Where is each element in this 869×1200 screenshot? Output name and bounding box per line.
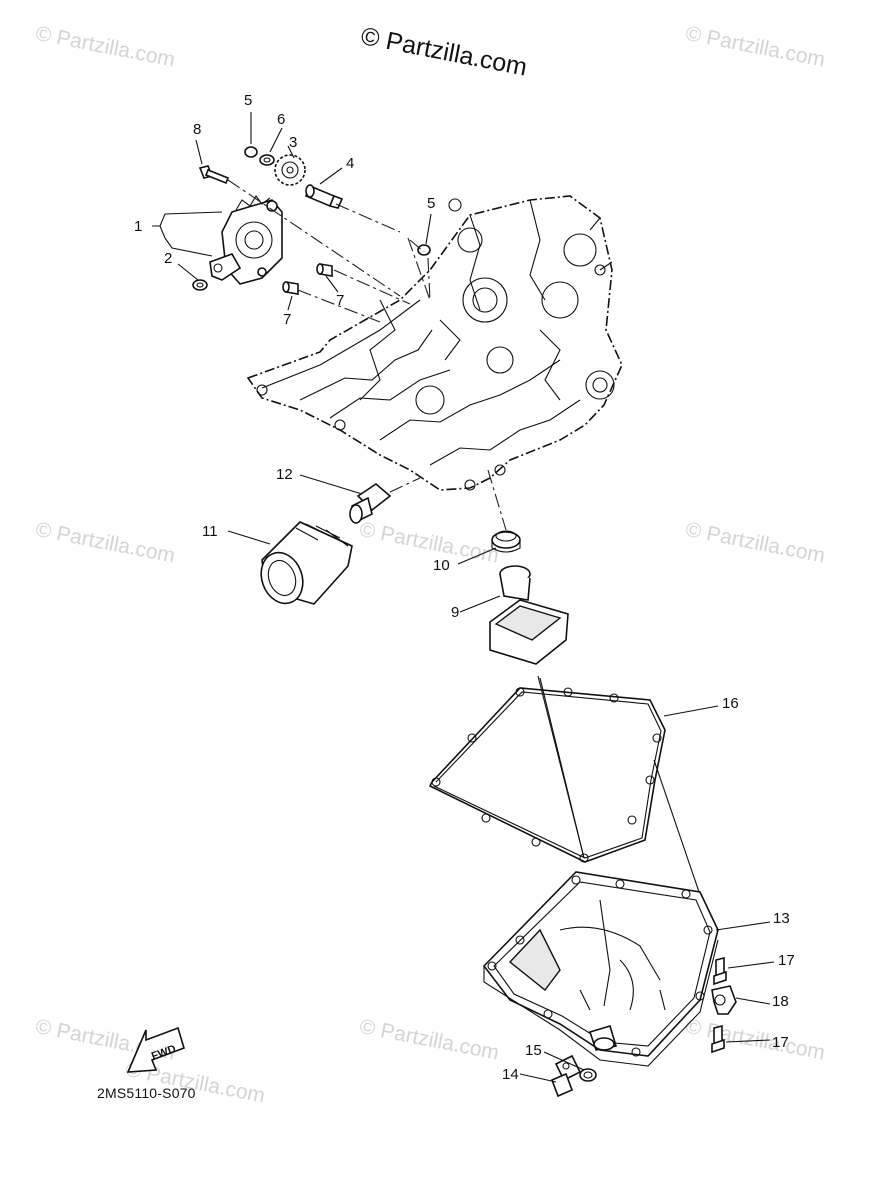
dowel-pin-7 (282, 281, 299, 295)
circlip-5 (417, 244, 431, 256)
crankcase (246, 195, 623, 491)
callout-2: 2 (164, 250, 172, 267)
union-bolt-12 (349, 482, 392, 524)
gasket-2 (192, 279, 208, 291)
callout-16: 16 (722, 695, 739, 712)
callout-13: 13 (773, 910, 790, 927)
drain-gasket-15 (579, 1068, 597, 1082)
oil-filter-11 (260, 521, 353, 605)
callout-3: 3 (289, 134, 297, 151)
callout-15: 15 (525, 1042, 542, 1059)
oil-pump-assembly (209, 195, 283, 285)
callout-11: 11 (202, 523, 218, 540)
washer-6 (259, 154, 275, 166)
dowel-pin-7 (316, 263, 333, 277)
circlip-5 (244, 146, 258, 158)
callout-leaders (152, 112, 775, 1083)
callout-4: 4 (346, 155, 354, 172)
bolt-8 (198, 165, 230, 185)
callout-10: 10 (433, 557, 450, 574)
drain-bolt-14 (550, 1054, 582, 1098)
o-ring-10 (491, 530, 521, 553)
callout-7: 7 (283, 311, 291, 328)
callout-17: 17 (778, 952, 795, 969)
callout-5: 5 (244, 92, 252, 109)
clamp-18 (711, 985, 737, 1015)
callout-1: 1 (134, 218, 142, 235)
oil-pan-13 (482, 871, 719, 1067)
callout-6: 6 (277, 111, 285, 128)
driven-gear-3 (274, 154, 306, 186)
callout-14: 14 (502, 1066, 519, 1083)
diagram-code: 2MS5110-S070 (97, 1085, 196, 1101)
oil-strainer-9 (489, 565, 569, 665)
bolt-17 (713, 956, 727, 986)
callout-numbers: 1 2 3 4 5 5 6 7 7 8 9 10 11 12 13 14 15 … (134, 92, 795, 1083)
fwd-arrow: FWD (126, 1026, 185, 1073)
callout-5: 5 (427, 195, 435, 212)
bolt-17 (711, 1024, 725, 1054)
callout-9: 9 (451, 604, 459, 621)
callout-12: 12 (276, 466, 293, 483)
callout-7: 7 (336, 292, 344, 309)
callout-18: 18 (772, 993, 789, 1010)
callout-8: 8 (193, 121, 201, 138)
callout-17: 17 (772, 1034, 789, 1051)
